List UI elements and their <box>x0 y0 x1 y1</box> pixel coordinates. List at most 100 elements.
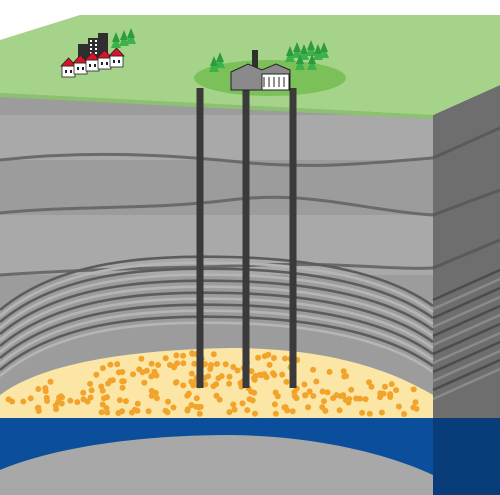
tree-icon <box>300 44 308 54</box>
reservoir-dot <box>191 360 198 367</box>
reservoir-dot <box>305 404 312 411</box>
reservoir-dot <box>180 352 187 359</box>
reservoir-dot <box>98 383 105 390</box>
reservoir-dot <box>141 379 148 386</box>
reservoir-dot <box>301 381 308 388</box>
rock-band-1 <box>0 115 433 160</box>
tree-icon <box>210 56 218 66</box>
roof-icon <box>60 57 77 67</box>
reservoir-dot <box>324 389 331 396</box>
reservoir-dot <box>188 402 195 408</box>
window <box>90 48 92 50</box>
reservoir-dot <box>271 372 278 378</box>
reservoir-dot <box>368 383 375 390</box>
reservoir-dot <box>357 395 363 402</box>
reservoir-dot <box>171 363 178 370</box>
reservoir-dot <box>319 388 326 395</box>
side-fold-line <box>432 358 500 392</box>
reservoir-dot <box>145 408 152 415</box>
side-fold-line <box>432 367 500 401</box>
window <box>113 60 115 63</box>
side-strata-line <box>432 188 500 217</box>
anticline-layer <box>0 315 434 371</box>
ground-top-edge <box>0 93 433 119</box>
reservoir-dot <box>35 386 42 392</box>
reservoir-dot <box>47 378 54 385</box>
reservoir-dot <box>119 408 126 415</box>
reservoir-dot <box>321 398 327 405</box>
house-icon <box>85 59 100 72</box>
house-icon <box>109 55 124 68</box>
reservoir-dot <box>341 373 348 380</box>
reservoir-dot <box>222 361 229 368</box>
trees <box>111 28 329 72</box>
roof-icon <box>108 47 125 57</box>
reservoir-dot <box>189 350 196 357</box>
reservoir-dot <box>130 371 137 378</box>
factory-panel <box>261 73 290 91</box>
reservoir-dot <box>107 377 114 384</box>
reservoir-dot <box>104 394 110 401</box>
reservoir-dot <box>330 395 337 402</box>
reservoir-dot <box>119 378 126 385</box>
reservoir-dot <box>378 409 385 416</box>
reservoir-dot <box>401 411 408 417</box>
reservoir-dot <box>412 399 419 406</box>
window <box>70 70 72 73</box>
reservoir-dot <box>27 395 34 402</box>
window <box>95 48 97 50</box>
reservoir-dot <box>188 370 195 377</box>
reservoir-dot <box>153 395 160 402</box>
window <box>95 52 97 54</box>
block-side-aquifer <box>433 418 500 495</box>
building-icon <box>78 44 88 66</box>
reservoir-dot <box>326 368 333 375</box>
reservoir-dot <box>98 409 105 416</box>
reservoir-dot <box>413 405 420 412</box>
reservoir-dot <box>193 403 200 410</box>
reservoir-dot <box>52 402 59 409</box>
reservoir-dot <box>230 401 237 408</box>
reservoir-dot <box>237 380 244 387</box>
reservoir-dot <box>162 355 169 362</box>
reservoir-dot <box>266 361 273 368</box>
window <box>77 67 79 70</box>
reservoir-dot <box>80 396 87 403</box>
window <box>89 64 91 67</box>
reservoir-dot <box>216 396 223 403</box>
reservoir-dot <box>226 373 233 380</box>
reservoir-dot <box>67 397 74 404</box>
window <box>90 44 92 46</box>
reservoir-dot <box>336 407 343 414</box>
window <box>95 40 97 42</box>
reservoir-dot <box>207 366 214 372</box>
basement-dome <box>0 435 433 495</box>
reservoir-dot <box>129 409 135 416</box>
side-fold-line <box>432 277 500 311</box>
reservoir-dot <box>165 398 171 405</box>
house-icon <box>61 65 76 78</box>
reservoir-dot <box>382 383 388 390</box>
strata-line <box>0 195 434 217</box>
anticline-layer <box>0 297 434 353</box>
reservoir-dot <box>248 368 255 375</box>
reservoir-dot <box>134 407 141 414</box>
reservoir-dot <box>104 409 111 416</box>
tree-icon <box>293 42 301 52</box>
reservoir-dot <box>58 393 64 400</box>
reservoir-dot <box>152 389 159 396</box>
reservoir-dots <box>5 350 420 417</box>
chimney-icon <box>252 50 258 68</box>
reservoir-dot <box>180 360 187 367</box>
reservoir-dot <box>340 392 347 399</box>
anticline-layer <box>0 303 434 359</box>
reservoir-dot <box>270 355 277 361</box>
house-icon <box>73 62 88 75</box>
tree-icon <box>308 54 316 64</box>
reservoir-dot <box>393 387 400 394</box>
reservoir-dot <box>395 403 402 410</box>
reservoir-dot <box>310 366 317 373</box>
tree-icon <box>127 28 135 38</box>
reservoir-dot <box>289 408 296 415</box>
well-pipe-icon <box>242 88 250 388</box>
